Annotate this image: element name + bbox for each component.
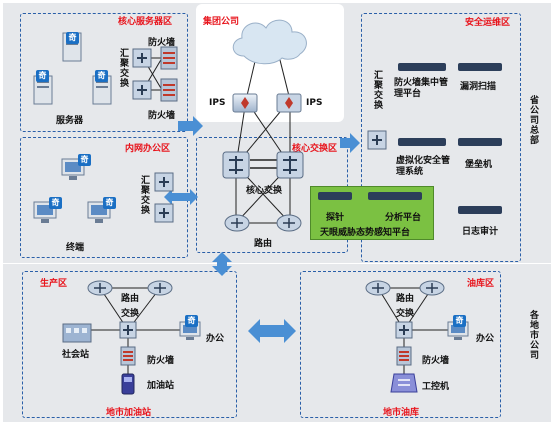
fw-mgmt-label: 防火墙集中管理平台 bbox=[394, 78, 449, 99]
log-audit-label: 日志审计 bbox=[462, 227, 499, 237]
depot-firewall-icon bbox=[396, 346, 412, 366]
security-ops-zone bbox=[361, 13, 521, 262]
firewall-top-icon bbox=[160, 46, 178, 70]
badge-terminal-1: 奇 bbox=[78, 154, 91, 166]
sec-switch-icon bbox=[367, 130, 387, 150]
depot-office-label: 办公 bbox=[476, 334, 495, 344]
virt-mgmt-label: 虚拟化安全管理系统 bbox=[396, 156, 451, 177]
firewall-1-label: 防火墙 bbox=[148, 38, 176, 48]
core-server-zone bbox=[20, 13, 188, 132]
prod-firewall-icon bbox=[120, 346, 136, 366]
ips-right-label: IPS bbox=[306, 98, 323, 108]
prod-firewall-label: 防火墙 bbox=[147, 356, 175, 366]
router-label: 路由 bbox=[254, 239, 273, 249]
city-oil-depot-title: 地市油库 bbox=[383, 408, 420, 418]
core-switch-left-icon bbox=[222, 151, 250, 179]
intranet-office-title: 内网办公区 bbox=[125, 144, 171, 154]
prod-router-left-icon bbox=[87, 280, 113, 296]
aggregation-switch-1-label: 汇聚交换 bbox=[118, 48, 128, 88]
ips-right-icon bbox=[276, 93, 302, 113]
server-label: 服务器 bbox=[56, 116, 84, 126]
core-switch-right-icon bbox=[276, 151, 304, 179]
core-switch-label: 核心交换 bbox=[246, 186, 283, 196]
ics-computer-label: 工控机 bbox=[422, 382, 450, 392]
server-2-icon bbox=[33, 75, 53, 105]
badge-prod-office: 奇 bbox=[185, 315, 198, 327]
oil-depot-title: 油库区 bbox=[467, 279, 495, 289]
prod-office-label: 办公 bbox=[206, 334, 225, 344]
vuln-scan-label: 漏洞扫描 bbox=[460, 82, 497, 92]
ics-computer-icon bbox=[390, 373, 418, 393]
production-zone bbox=[22, 271, 237, 418]
terminal-label: 终端 bbox=[66, 243, 85, 253]
fw-mgmt-device bbox=[398, 63, 446, 71]
probe-label: 探针 bbox=[326, 213, 345, 223]
virt-mgmt-device bbox=[398, 138, 446, 146]
prod-router-label: 路由 bbox=[121, 294, 140, 304]
agg-switch-top-icon bbox=[132, 48, 152, 68]
tianyan-label: 天眼威胁态势感知平台 bbox=[320, 228, 411, 238]
agg-switch-bottom-icon bbox=[132, 80, 152, 100]
production-title: 生产区 bbox=[40, 279, 68, 289]
firewall-2-label: 防火墙 bbox=[148, 111, 176, 121]
badge-server-2: 奇 bbox=[36, 70, 49, 82]
social-station-icon bbox=[62, 323, 92, 343]
router-left-icon bbox=[224, 214, 250, 232]
probe-device bbox=[318, 192, 352, 200]
aggregation-switch-sec-label: 汇聚交换 bbox=[372, 70, 382, 110]
badge-server-3: 奇 bbox=[95, 70, 108, 82]
vuln-scan-device bbox=[458, 63, 502, 71]
core-server-title: 核心服务器区 bbox=[118, 17, 173, 27]
depot-firewall-label: 防火墙 bbox=[422, 356, 450, 366]
badge-server-1: 奇 bbox=[66, 32, 79, 44]
depot-router-label: 路由 bbox=[396, 294, 415, 304]
ips-left-icon bbox=[232, 93, 258, 113]
gas-station-icon bbox=[121, 373, 135, 395]
depot-router-left-icon bbox=[365, 280, 391, 296]
prod-switch-label: 交换 bbox=[121, 309, 140, 319]
badge-terminal-2: 奇 bbox=[49, 197, 62, 209]
ips-left-label: IPS bbox=[209, 98, 226, 108]
aggregation-switch-office-label: 汇聚交换 bbox=[139, 175, 149, 215]
depot-router-right-icon bbox=[419, 280, 445, 296]
group-title: 集团公司 bbox=[203, 17, 240, 27]
depot-switch-label: 交换 bbox=[396, 309, 415, 319]
analysis-device bbox=[368, 192, 422, 200]
city-gas-station-title: 地市加油站 bbox=[106, 408, 152, 418]
gas-station-label: 加油站 bbox=[147, 381, 175, 391]
oil-depot-zone bbox=[300, 271, 501, 418]
firewall-bottom-icon bbox=[160, 78, 178, 102]
prod-switch-icon bbox=[119, 321, 137, 339]
bastion-device bbox=[458, 138, 502, 146]
city-company-label: 各地市公司 bbox=[528, 310, 538, 360]
badge-terminal-3: 奇 bbox=[103, 197, 116, 209]
core-switch-title: 核心交换区 bbox=[292, 144, 338, 154]
log-audit-device bbox=[458, 206, 502, 214]
badge-depot-office: 奇 bbox=[453, 315, 466, 327]
office-switch-bottom-icon bbox=[154, 203, 174, 223]
provincial-hq-label: 省公司总部 bbox=[528, 95, 538, 145]
depot-switch-icon bbox=[395, 321, 413, 339]
office-switch-top-icon bbox=[154, 172, 174, 192]
prod-router-right-icon bbox=[147, 280, 173, 296]
security-ops-title: 安全运维区 bbox=[465, 18, 511, 28]
social-station-label: 社会站 bbox=[62, 350, 90, 360]
analysis-label: 分析平台 bbox=[385, 213, 422, 223]
router-right-icon bbox=[276, 214, 302, 232]
cloud-icon bbox=[232, 19, 307, 65]
bastion-label: 堡垒机 bbox=[465, 160, 493, 170]
